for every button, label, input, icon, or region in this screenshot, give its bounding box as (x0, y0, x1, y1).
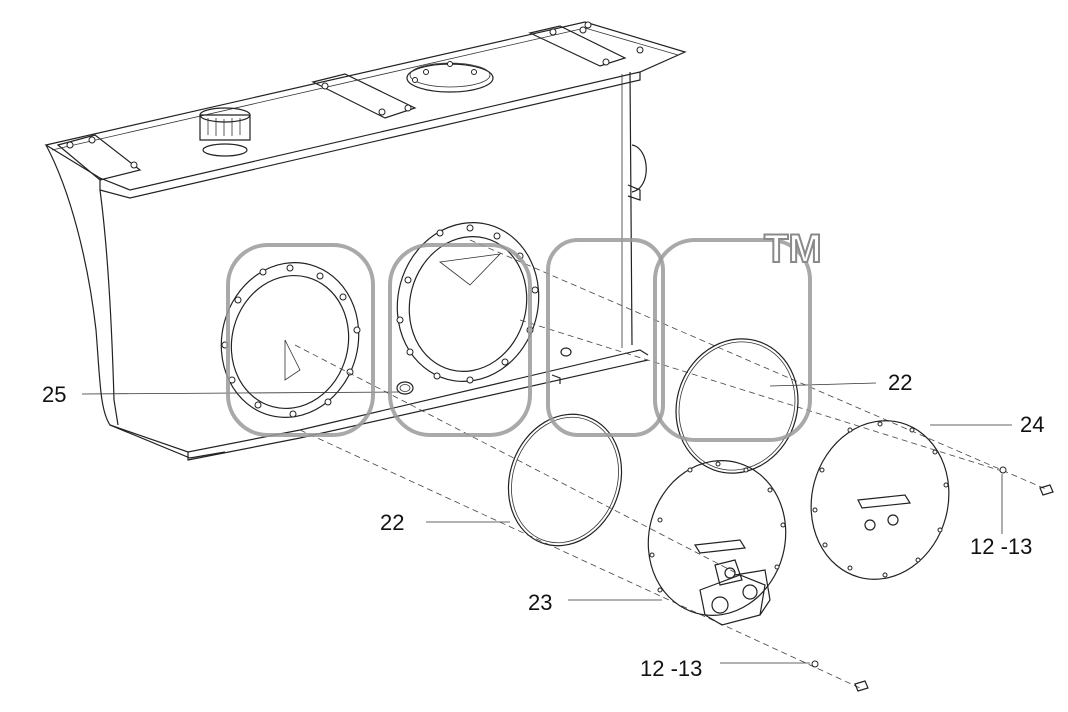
label-22-lower: 22 (380, 510, 404, 535)
fastener-upper (999, 466, 1054, 496)
fastener-lower (811, 660, 869, 692)
cover-plain (810, 420, 950, 580)
watermark-tm: TM (764, 227, 822, 271)
label-24: 24 (1020, 412, 1044, 437)
label-22-upper: 22 (888, 370, 912, 395)
label-12-13-lower: 12 -13 (640, 656, 702, 681)
label-23: 23 (528, 590, 552, 615)
gasket-lower (507, 413, 623, 547)
gasket-upper (675, 338, 799, 474)
label-12-13-upper: 12 -13 (970, 534, 1032, 559)
leader-lines (81, 382, 1012, 664)
watermark: TM (226, 226, 823, 442)
explode-lines (294, 239, 1049, 689)
cover-with-outlet (647, 460, 787, 626)
label-25: 25 (42, 382, 66, 407)
